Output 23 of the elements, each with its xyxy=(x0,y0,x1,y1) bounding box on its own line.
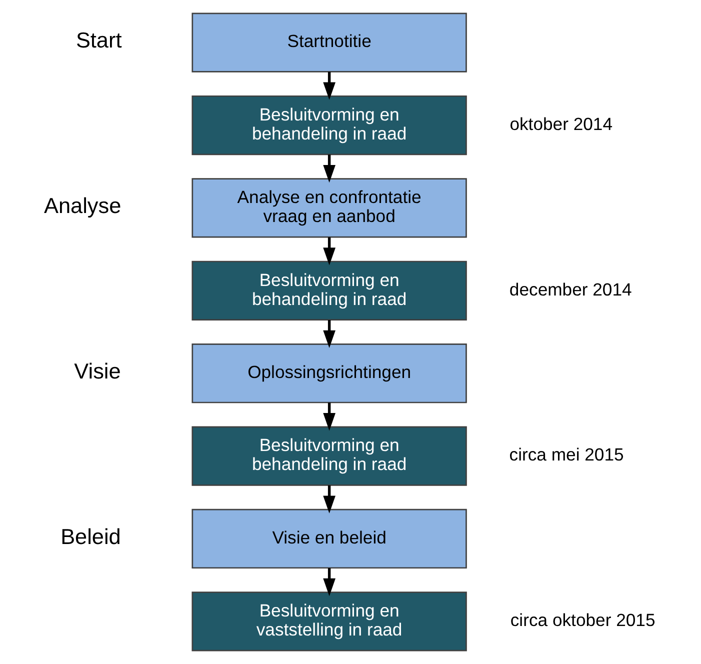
node-box: Besluitvorming en behandeling in raad xyxy=(191,260,466,320)
node-label: circa mei 2015 xyxy=(508,444,624,465)
node-box: Analyse en confrontatie vraag en aanbod xyxy=(191,178,466,238)
node-box: Besluitvorming en behandeling in raad xyxy=(191,95,466,156)
node-box: Besluitvorming en vaststelling in raad xyxy=(191,592,466,652)
label: Analyse xyxy=(44,193,121,218)
arrow xyxy=(322,402,335,431)
node-box: Oplossingsrichtingen xyxy=(191,344,466,404)
arrow xyxy=(322,154,335,183)
node-label: december 2014 xyxy=(508,279,632,300)
label: Visie xyxy=(74,358,120,384)
arrow xyxy=(322,568,335,596)
node-label: circa oktober 2015 xyxy=(510,610,655,630)
arrow xyxy=(322,485,335,514)
node-box: Besluitvorming en behandeling in raad xyxy=(191,426,466,486)
arrow xyxy=(322,72,335,100)
label: Beleid xyxy=(60,524,120,549)
node-label: oktober 2014 xyxy=(509,114,612,134)
label: Start xyxy=(75,28,122,53)
node-box: Startnotitie xyxy=(191,12,466,72)
node-box: Visie en beleid xyxy=(191,508,466,569)
arrow xyxy=(322,237,335,266)
arrow xyxy=(322,320,335,348)
